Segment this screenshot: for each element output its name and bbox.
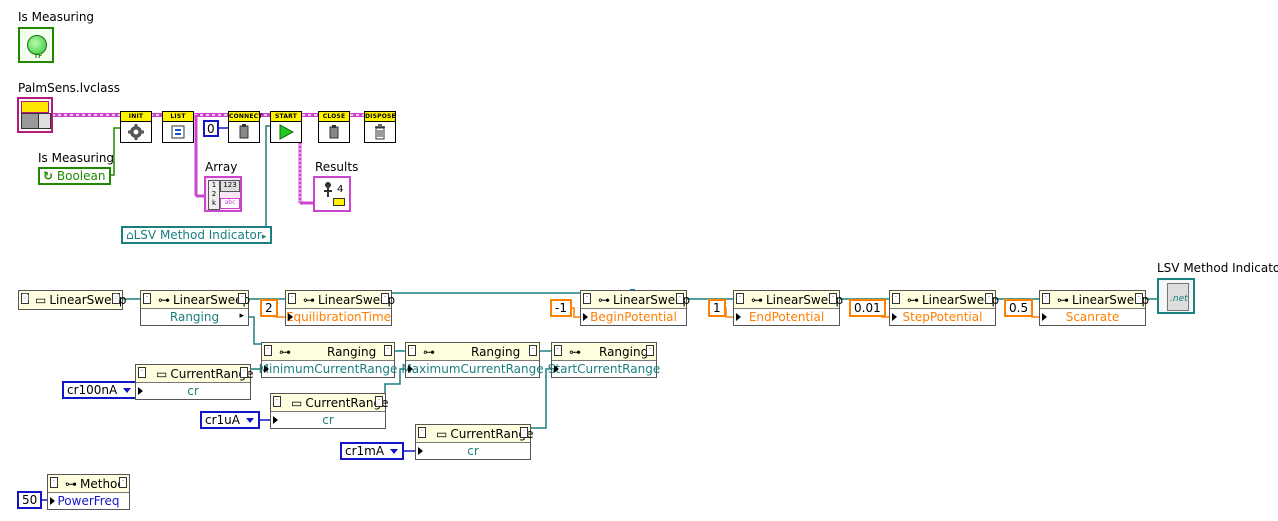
list-subvi[interactable]: LIST xyxy=(162,111,194,143)
cluster-icon[interactable]: 4 xyxy=(313,176,351,212)
close-subvi[interactable]: CLOSE xyxy=(318,111,350,143)
lsv-method-indicator-local[interactable]: ⌂LSV Method Indicator▸ xyxy=(121,226,273,244)
gear-icon xyxy=(121,122,151,142)
constructor-icon: ▭ xyxy=(35,293,47,307)
cr100na-ring[interactable]: cr100nA xyxy=(62,381,138,399)
property-node-linearsweep-ranging[interactable]: ·⊶LinearSweep· Ranging▸ xyxy=(140,290,250,326)
array-label: Array xyxy=(205,160,238,174)
begin-potential-constant[interactable]: -1 xyxy=(550,299,572,317)
list-index-constant[interactable]: 0 xyxy=(203,120,219,137)
cr1ua-ring[interactable]: cr1uA xyxy=(200,411,260,429)
currentrange-node-2[interactable]: ·▭CurrentRange· cr xyxy=(270,393,388,429)
tf-glyph: TF xyxy=(34,53,43,60)
class-wire xyxy=(52,113,364,205)
property-node-end-potential[interactable]: ·⊶LinearSweep· EndPotential xyxy=(733,290,843,326)
is-measuring-indicator[interactable]: TF xyxy=(18,27,54,63)
constructor-node[interactable]: 📄 ▭ LinearSweep 📄 xyxy=(18,290,126,310)
property-node-scanrate[interactable]: ·⊶LinearSweep· Scanrate xyxy=(1039,290,1149,326)
scanrate-constant[interactable]: 0.5 xyxy=(1004,299,1034,317)
home-ref-icon: ⌂ xyxy=(126,228,134,242)
start-subvi[interactable]: START xyxy=(270,111,302,143)
connect-subvi[interactable]: CONNECT xyxy=(228,111,262,143)
play-icon xyxy=(271,122,301,142)
led-green-icon xyxy=(27,35,47,55)
lsv-method-indicator-title: LSV Method Indicator xyxy=(1157,261,1278,275)
init-subvi[interactable]: INIT xyxy=(120,111,152,143)
power-freq-constant[interactable]: 50 xyxy=(17,491,43,509)
palmsens-class-label: PalmSens.lvclass xyxy=(18,81,120,95)
equilibration-constant[interactable]: 2 xyxy=(260,299,278,317)
property-node-maximum-current-range[interactable]: ·⊶Ranging· MaximumCurrentRange xyxy=(401,342,544,378)
trash-icon xyxy=(365,122,395,142)
is-measuring-indicator-label: Is Measuring xyxy=(18,10,95,24)
close-icon xyxy=(319,122,349,142)
currentrange-node-1[interactable]: ·▭CurrentRange· cr xyxy=(135,364,253,400)
property-node-equilibration[interactable]: ·⊶LinearSweep· EquilibrationTime xyxy=(285,290,395,326)
list-icon xyxy=(163,122,193,142)
results-label: Results xyxy=(315,160,359,174)
palmsens-class-icon[interactable] xyxy=(17,97,53,133)
dotnet-icon[interactable]: .net xyxy=(1157,278,1195,314)
connect-icon xyxy=(229,122,259,142)
dispose-subvi[interactable]: DISPOSE xyxy=(364,111,396,143)
property-node-step-potential[interactable]: ·⊶LinearSweep· StepPotential xyxy=(889,290,999,326)
property-node-begin-potential[interactable]: ·⊶LinearSweep· BeginPotential xyxy=(580,290,690,326)
reference-icon: ↻ xyxy=(43,169,54,183)
is-measuring-control-label: Is Measuring xyxy=(38,151,115,165)
end-potential-constant[interactable]: 1 xyxy=(708,299,726,317)
currentrange-node-3[interactable]: ·▭CurrentRange· cr xyxy=(415,424,533,460)
property-node-start-current-range[interactable]: ·⊶Ranging· StartCurrentRange xyxy=(548,342,660,378)
step-potential-constant[interactable]: 0.01 xyxy=(849,299,886,317)
is-measuring-control[interactable]: ↻ Boolean xyxy=(38,167,112,185)
property-node-minimum-current-range[interactable]: ·⊶Ranging· MinimumCurrentRange xyxy=(259,342,397,378)
property-node-power-freq[interactable]: ·⊶Method· PowerFreq xyxy=(47,474,130,510)
cr1ma-ring[interactable]: cr1mA xyxy=(340,442,405,460)
